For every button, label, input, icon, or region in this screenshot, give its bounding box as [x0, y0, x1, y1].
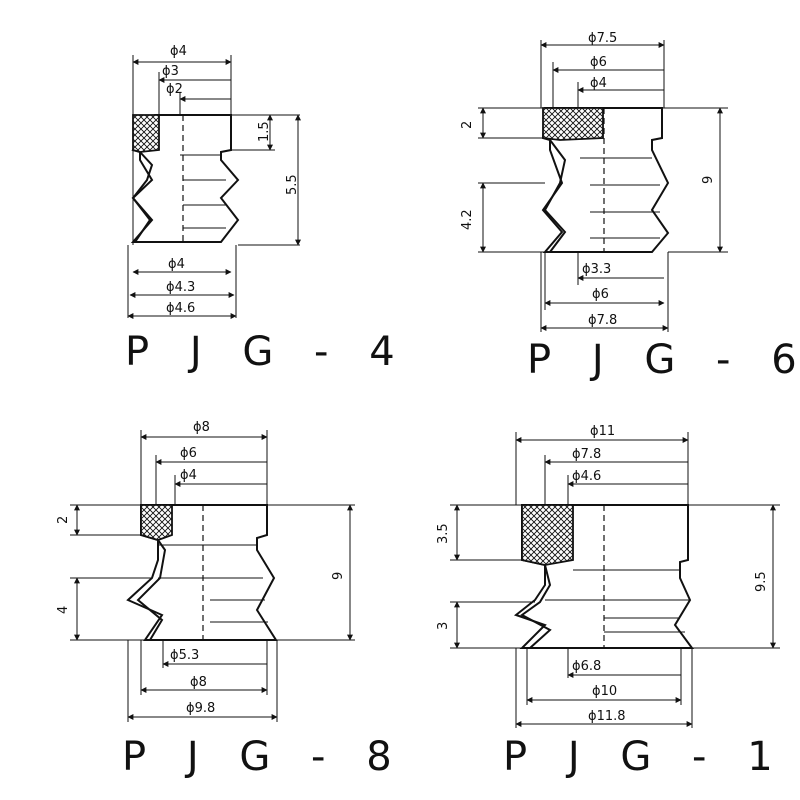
pjg6-top-dim-1: ϕ7.5 — [588, 31, 617, 46]
pjg4-top-dim-3: ϕ2 — [166, 82, 183, 97]
pjg4-side-dim-2: 5.5 — [285, 174, 300, 195]
pjg10-top-dim-2: ϕ7.8 — [572, 447, 601, 462]
pjg4-bottom-dim-3: ϕ4.6 — [166, 301, 195, 316]
pjg6-bottom-dim-2: ϕ6 — [592, 287, 609, 302]
pjg4-title: P J G - 4 — [125, 329, 409, 375]
pjg4-side-dim-1: 1.5 — [257, 121, 272, 142]
pjg10-right-dim-1: 9.5 — [754, 571, 769, 592]
pjg10-top-dim-1: ϕ11 — [590, 424, 615, 439]
pjg8-bottom-dim-3: ϕ9.8 — [186, 701, 215, 716]
pjg8-bottom-dim-1: ϕ5.3 — [170, 648, 199, 663]
pjg8-bottom-dim-2: ϕ8 — [190, 675, 207, 690]
pjg8-left-dim-1: 2 — [56, 516, 71, 524]
pjg4-top-dim-1: ϕ4 — [170, 44, 187, 59]
pjg8-right-dim-1: 9 — [331, 572, 346, 580]
pjg10-bottom-dim-1: ϕ6.8 — [572, 659, 601, 674]
pjg10-title: P J G - 1 0 — [503, 734, 800, 780]
pjg4-top-dim-2: ϕ3 — [162, 64, 179, 79]
pjg6-right-dim-1: 9 — [701, 176, 716, 184]
diagram-pjg-6: ϕ7.5 ϕ6 ϕ4 2 4.2 9 ϕ3.3 ϕ6 ϕ7.8 — [460, 31, 800, 383]
pjg6-bottom-dim-1: ϕ3.3 — [582, 262, 611, 277]
diagram-pjg-4: ϕ4 ϕ3 ϕ2 1.5 5.5 ϕ4 ϕ4.3 ϕ4.6 P J G - 4 — [125, 44, 409, 375]
diagram-pjg-10: ϕ11 ϕ7.8 ϕ4.6 3.5 3 9.5 ϕ6.8 ϕ10 — [436, 424, 800, 780]
pjg8-top-dim-2: ϕ6 — [180, 446, 197, 461]
pjg8-top-dim-1: ϕ8 — [193, 420, 210, 435]
pjg4-bottom-dim-2: ϕ4.3 — [166, 280, 195, 295]
pjg6-left-dim-2: 4.2 — [460, 209, 475, 230]
pjg4-bottom-dim-1: ϕ4 — [168, 257, 185, 272]
pjg8-top-dim-3: ϕ4 — [180, 468, 197, 483]
pjg8-title: P J G - 8 — [122, 734, 406, 780]
pjg6-bottom-dim-3: ϕ7.8 — [588, 313, 617, 328]
pjg6-top-dim-3: ϕ4 — [590, 76, 607, 91]
pjg10-left-dim-2: 3 — [436, 622, 451, 630]
pjg6-title: P J G - 6 — [527, 337, 800, 383]
pjg6-top-dim-2: ϕ6 — [590, 55, 607, 70]
pjg8-left-dim-2: 4 — [56, 606, 71, 614]
pjg10-bottom-dim-2: ϕ10 — [592, 684, 617, 699]
diagram-pjg-8: ϕ8 ϕ6 ϕ4 2 4 9 ϕ5.3 ϕ8 ϕ9.8 — [56, 420, 406, 780]
pjg6-left-dim-1: 2 — [460, 121, 475, 129]
pjg10-bottom-dim-3: ϕ11.8 — [588, 709, 626, 724]
pjg10-left-dim-1: 3.5 — [436, 523, 451, 544]
pjg10-top-dim-3: ϕ4.6 — [572, 469, 601, 484]
